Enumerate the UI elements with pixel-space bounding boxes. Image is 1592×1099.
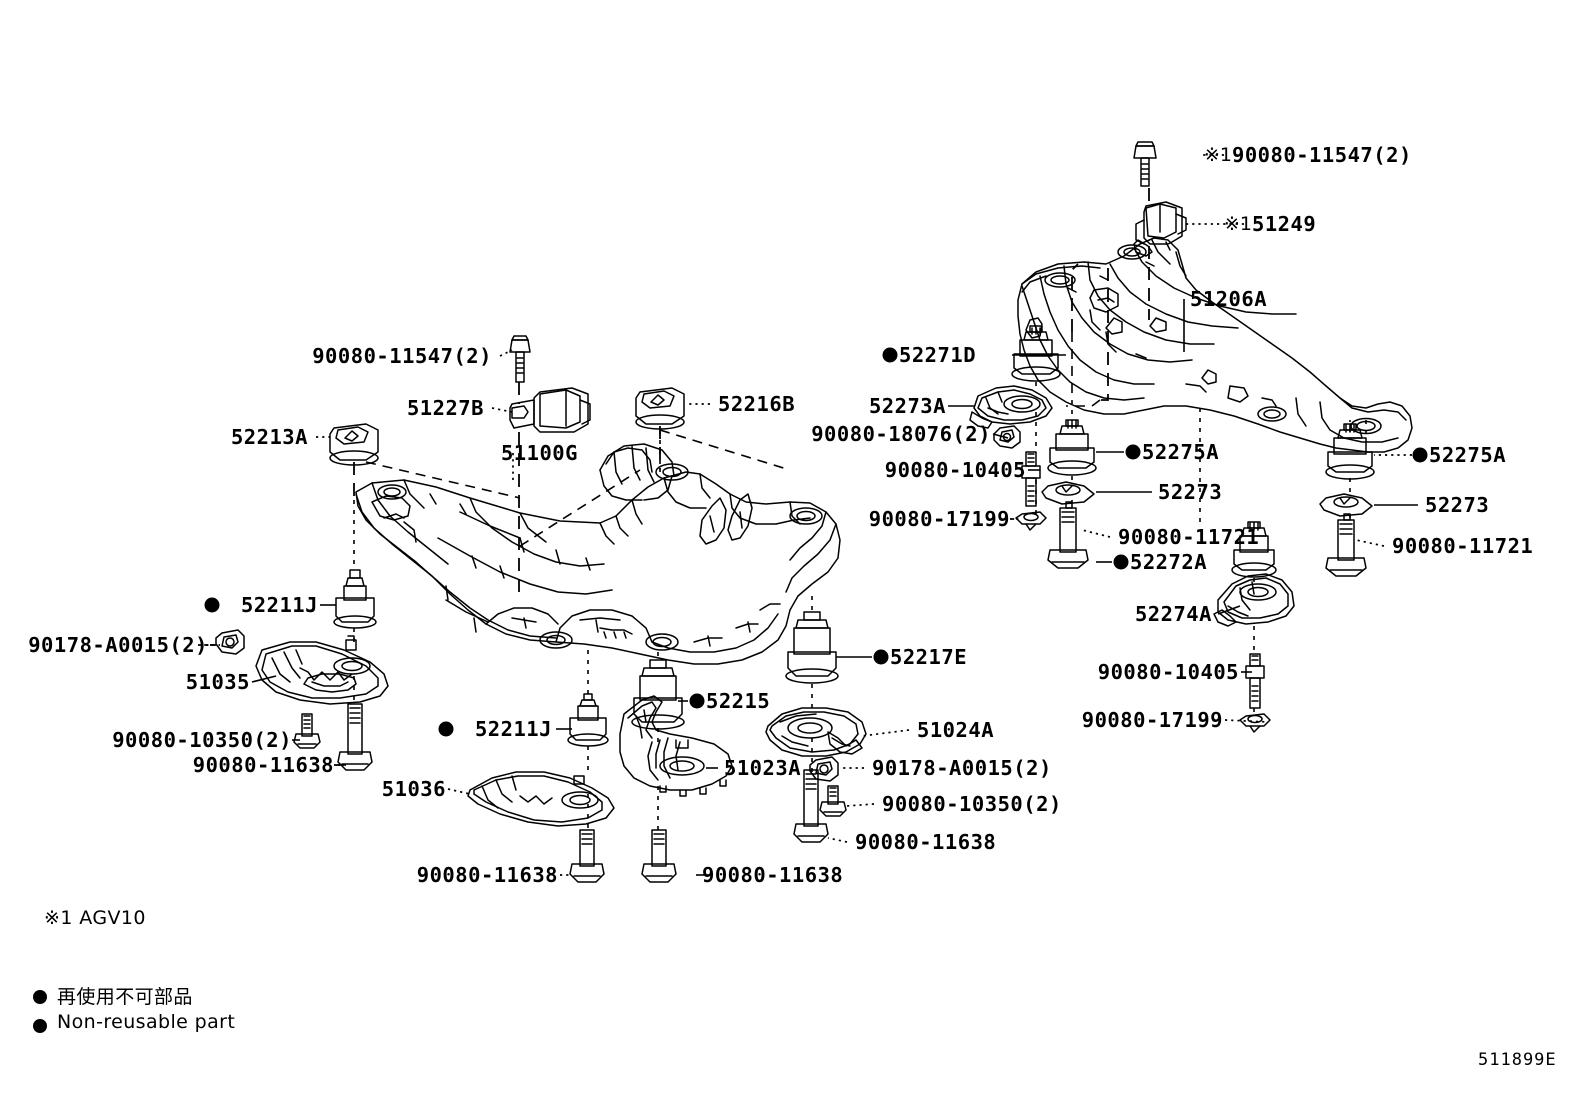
stud-90080-10405-rear-left xyxy=(1021,451,1041,507)
bolt-90080-10350-right xyxy=(819,785,847,817)
part-label-52275A-right: 52275A xyxy=(1429,442,1507,467)
bolt-90080-11638-left xyxy=(337,703,373,771)
part-label-90080-11721-center: 90080-11721 xyxy=(1118,524,1260,549)
bracket-51023A xyxy=(619,695,733,797)
part-label-51024A: 51024A xyxy=(917,717,995,742)
bracket-51036 xyxy=(467,771,615,827)
part-label-51227B: 51227B xyxy=(406,395,484,420)
nut-90178-A0015-left xyxy=(215,629,245,655)
nonreusable-bullet-52275A-right xyxy=(1412,447,1428,463)
washer-90080-17199-rear-left xyxy=(1015,511,1047,531)
part-label-90080-10405-rear-left: 90080-10405 xyxy=(884,457,1026,482)
stud-90080-10405-rear-right xyxy=(1245,653,1265,709)
part-label-52216B: 52216B xyxy=(718,391,796,416)
nonreusable-bullet-52275A-center xyxy=(1125,444,1141,460)
part-label-52217E: 52217E xyxy=(890,644,968,669)
bushing-52213A xyxy=(329,423,379,466)
nonreusable-bullet-52211J-center xyxy=(438,721,454,737)
part-label-52211J-center: 52211J xyxy=(474,716,552,741)
legend-bullet-en xyxy=(33,1019,47,1033)
bushing-52211J-center xyxy=(567,693,609,747)
part-label-90080-17199-rear-right: 90080-17199 xyxy=(1081,707,1223,732)
front-crossmember-51100G xyxy=(355,443,841,665)
bracket-51249 xyxy=(1133,201,1187,257)
bracket-52274A xyxy=(1213,573,1295,627)
bushing-52275A-center xyxy=(1047,419,1097,476)
part-label-51023A: 51023A xyxy=(724,755,802,780)
washer-52273-right xyxy=(1319,493,1373,517)
bolt-90080-11721-center xyxy=(1047,501,1089,569)
washer-52273-center xyxy=(1041,481,1095,505)
projection-lines xyxy=(365,332,1101,547)
part-label-90178-A0015-right: 90178-A0015(2) xyxy=(872,755,1052,780)
part-label-51035: 51035 xyxy=(185,669,250,694)
part-label-90080-11638-left: 90080-11638 xyxy=(192,752,334,777)
bolt-90080-11638-right xyxy=(793,769,829,843)
rear-crossmember-51206A xyxy=(1017,237,1413,453)
leader-lines-solid xyxy=(251,299,1418,876)
bushing-52271D xyxy=(1011,325,1061,382)
nonreusable-bullet-52217E xyxy=(873,649,889,665)
bracket-51227B xyxy=(509,387,591,433)
part-label-51206A: 51206A xyxy=(1190,286,1268,311)
bolt-90080-11547-front xyxy=(509,335,531,383)
part-label-90080-11721-right: 90080-11721 xyxy=(1392,533,1534,558)
bushing-52217E xyxy=(785,611,839,684)
footnote-agv10: ※1 AGV10 xyxy=(44,907,146,929)
bracket-51024A xyxy=(765,707,867,757)
footnote-text: AGV10 xyxy=(79,907,146,929)
bushing-52272A xyxy=(1231,521,1277,578)
part-label-90080-11638-right: 90080-11638 xyxy=(855,829,997,854)
part-label-90080-18076: 90080-18076(2) xyxy=(811,421,991,446)
nonreusable-bullet-52271D xyxy=(882,347,898,363)
part-label-51036: 51036 xyxy=(381,776,446,801)
part-label-51100G: 51100G xyxy=(500,440,578,465)
legend-text-en: Non-reusable part xyxy=(57,1011,236,1033)
nonreusable-bullet-52215 xyxy=(689,693,705,709)
bushing-52216B xyxy=(635,387,685,430)
part-label-52273-center: 52273 xyxy=(1158,479,1223,504)
diagram-code: 511899E xyxy=(1478,1050,1557,1070)
part-label-90080-10350-right: 90080-10350(2) xyxy=(882,791,1062,816)
fine-axes xyxy=(353,382,1367,832)
bolt-90080-11638-center-left xyxy=(569,829,605,883)
bushing-52211J-left xyxy=(333,569,377,629)
nonreusable-bullet-52211J-left xyxy=(204,597,220,613)
bolt-90080-10350-left xyxy=(293,713,321,749)
part-label-90080-11638-center-left: 90080-11638 xyxy=(416,862,558,887)
footnote-mark-51249: ※1 xyxy=(1224,213,1253,235)
nonreusable-bullet-52272A xyxy=(1113,554,1129,570)
legend-bullet-jp xyxy=(33,990,47,1004)
legend-text-jp: 再使用不可部品 xyxy=(57,986,193,1008)
footnote-mark-90080-11547-rear: ※1 xyxy=(1204,144,1233,166)
footnote-mark: ※1 xyxy=(44,907,73,929)
part-label-52213A: 52213A xyxy=(230,424,308,449)
part-label-52273A: 52273A xyxy=(868,393,946,418)
part-label-52275A-center: 52275A xyxy=(1142,439,1220,464)
part-label-52271D: 52271D xyxy=(899,342,977,367)
bracket-51035 xyxy=(255,635,389,705)
part-label-52272A: 52272A xyxy=(1130,549,1208,574)
bracket-52273A xyxy=(969,385,1053,429)
part-label-52211J-left: 52211J xyxy=(240,592,318,617)
washer-90080-17199-rear-right xyxy=(1239,713,1271,733)
part-label-90080-17199-rear-left: 90080-17199 xyxy=(868,506,1010,531)
part-label-51249: 51249 xyxy=(1252,211,1317,236)
part-label-52273-right: 52273 xyxy=(1425,492,1490,517)
bolt-90080-11721-right xyxy=(1325,513,1367,577)
nut-90178-A0015-right xyxy=(809,756,839,782)
part-label-90178-A0015-left: 90178-A0015(2) xyxy=(28,632,208,657)
part-label-90080-11638-center-right: 90080-11638 xyxy=(702,862,844,887)
part-label-90080-10350-left: 90080-10350(2) xyxy=(112,727,292,752)
part-label-90080-10405-rear-right: 90080-10405 xyxy=(1097,659,1239,684)
part-label-52215: 52215 xyxy=(706,688,771,713)
bolt-90080-11638-center-right xyxy=(641,829,677,883)
part-label-90080-11547-front: 90080-11547(2) xyxy=(312,343,492,368)
leader-lines-dotted-2 xyxy=(200,518,1018,766)
bushing-52215 xyxy=(631,659,685,730)
part-label-90080-11547-rear: 90080-11547(2) xyxy=(1232,142,1412,167)
part-label-52274A: 52274A xyxy=(1134,601,1212,626)
bolt-90080-11547-rear xyxy=(1133,141,1157,187)
